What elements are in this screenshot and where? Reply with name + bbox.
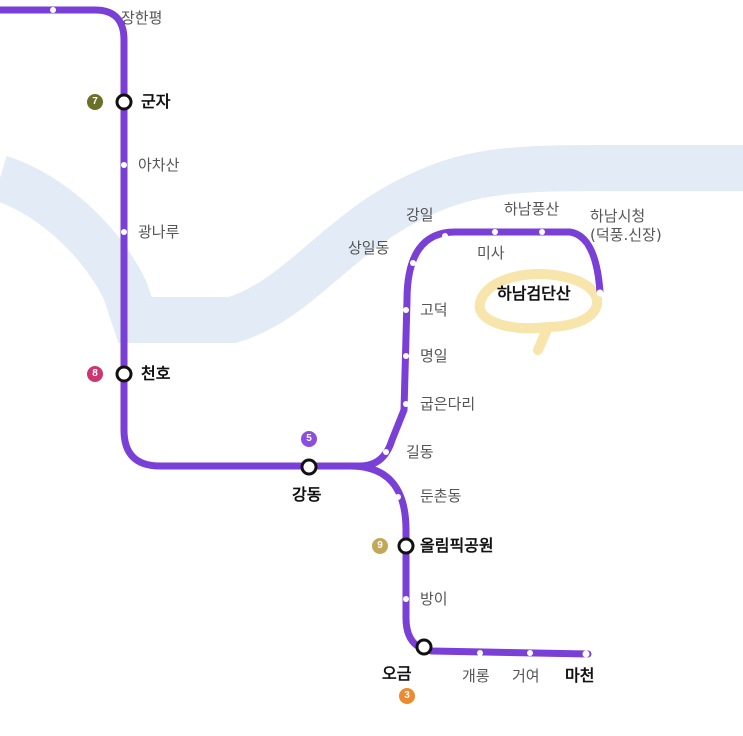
label-gildong: 길동 xyxy=(406,443,434,461)
label-achasan: 아차산 xyxy=(138,156,180,174)
dot-janghanpyeong-2[interactable] xyxy=(107,33,113,39)
dot-geoyeo[interactable] xyxy=(527,650,533,656)
line5-macheon-branch xyxy=(346,462,592,658)
label-bangi: 방이 xyxy=(420,590,448,608)
label-hanamsicheong-line2: (덕풍.신장) xyxy=(590,226,662,244)
dot-hanamgeomdansan[interactable] xyxy=(596,289,604,297)
label-macheon: 마천 xyxy=(565,666,595,685)
dot-bangi[interactable] xyxy=(403,596,409,602)
label-gangil: 강일 xyxy=(406,206,434,224)
transfer-gangdong[interactable] xyxy=(300,458,318,476)
label-olympicpark: 올림픽공원 xyxy=(420,536,494,555)
label-godeok: 고덕 xyxy=(420,301,448,319)
dot-gaerong[interactable] xyxy=(477,650,483,656)
label-gwangnaru: 광나루 xyxy=(138,223,180,241)
label-hanamgeomdansan: 하남검단산 xyxy=(497,284,571,303)
line8-badge: 8 xyxy=(87,366,103,382)
station-dots xyxy=(50,7,604,658)
transfer-stations xyxy=(115,93,433,656)
label-hanamsicheong-line1: 하남시청 xyxy=(590,207,646,225)
label-janghanpyeong: 장한평 xyxy=(121,9,163,27)
line7-badge: 7 xyxy=(87,94,103,110)
label-ogeum: 오금 xyxy=(382,664,412,683)
transfer-gunja[interactable] xyxy=(115,93,133,111)
label-cheonho: 천호 xyxy=(141,364,171,383)
dot-macheon[interactable] xyxy=(582,650,590,658)
label-geoyeo: 거여 xyxy=(512,667,540,685)
line9-badge: 9 xyxy=(372,538,388,554)
dot-misa[interactable] xyxy=(492,229,498,235)
dot-achasan[interactable] xyxy=(121,162,127,168)
transfer-cheonho[interactable] xyxy=(115,365,133,383)
dot-myeongil[interactable] xyxy=(403,353,409,359)
dot-hanamsicheong[interactable] xyxy=(579,244,585,250)
label-dunchondong: 둔촌동 xyxy=(420,487,462,505)
label-hanampungsan: 하남풍산 xyxy=(504,200,560,218)
dot-gangil[interactable] xyxy=(442,233,448,239)
dot-janghanpyeong[interactable] xyxy=(50,7,56,13)
dot-gildong[interactable] xyxy=(383,449,389,455)
transfer-olympicpark[interactable] xyxy=(397,537,415,555)
dot-gubeundari[interactable] xyxy=(403,401,409,407)
dot-godeok[interactable] xyxy=(403,307,409,313)
dot-sangildong[interactable] xyxy=(410,260,416,266)
label-myeongil: 명일 xyxy=(420,347,448,365)
highlight-circle xyxy=(474,269,602,355)
dot-gwangnaru[interactable] xyxy=(121,229,127,235)
label-gubeundari: 굽은다리 xyxy=(420,395,476,413)
han-river xyxy=(0,145,743,343)
line5-badge: 5 xyxy=(301,431,317,447)
dot-dunchondong[interactable] xyxy=(395,494,401,500)
transfer-ogeum[interactable] xyxy=(415,638,433,656)
label-gangdong: 강동 xyxy=(292,485,322,504)
label-hanamsicheong: 하남시청 (덕풍.신장) xyxy=(590,207,662,245)
label-gaerong: 개롱 xyxy=(462,667,490,685)
label-misa: 미사 xyxy=(477,244,505,262)
label-sangildong: 상일동 xyxy=(348,239,390,257)
line3-badge: 3 xyxy=(399,688,415,704)
dot-hanampungsan[interactable] xyxy=(539,229,545,235)
label-gunja: 군자 xyxy=(141,92,171,111)
